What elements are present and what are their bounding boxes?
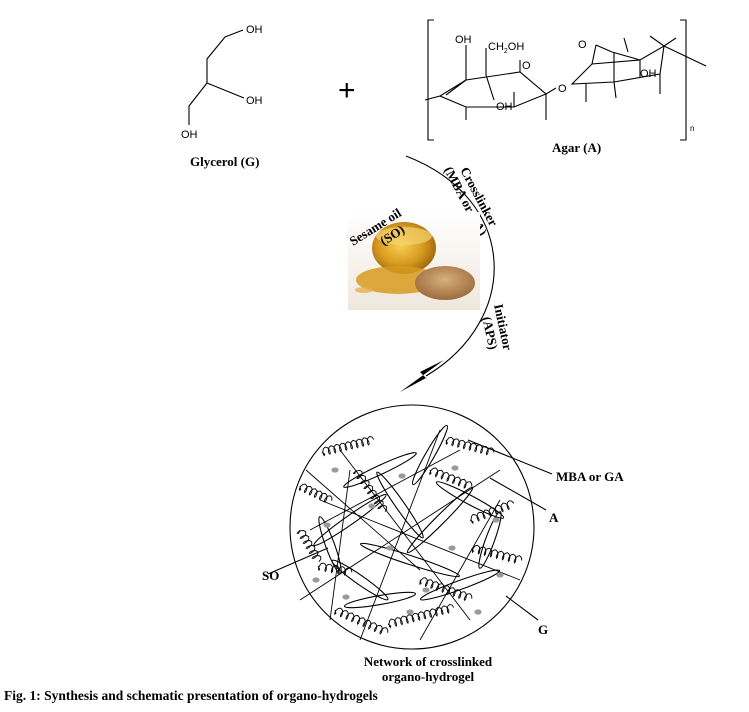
agar-structure: n OH CH2OH O OH O O OH Agar (A bbox=[424, 19, 707, 155]
crosslinker-coil bbox=[296, 529, 322, 562]
oil-droplet bbox=[492, 517, 500, 523]
agar-oh-2: OH bbox=[496, 101, 513, 113]
network-title: Network of crosslinked bbox=[364, 654, 493, 669]
crosslinker-coil bbox=[419, 577, 473, 602]
oil-droplet bbox=[386, 545, 394, 551]
glycerol-link bbox=[329, 469, 351, 621]
glycerol-structure: OH OH OH Glycerol (G) bbox=[181, 24, 263, 169]
oil-droplet bbox=[323, 522, 331, 528]
oil-droplet bbox=[368, 503, 376, 509]
agar-repeat-n: n bbox=[690, 124, 694, 133]
sesame-oil-image: Sesame oil (SO) bbox=[347, 205, 480, 310]
network-subtitle: organo-hydrogel bbox=[382, 669, 475, 684]
oil-droplet bbox=[406, 609, 414, 615]
agar-chain bbox=[478, 511, 502, 569]
label-mba-or-ga: MBA or GA bbox=[556, 469, 624, 484]
initiator-type: (APS) bbox=[479, 315, 501, 351]
network-boundary bbox=[289, 404, 535, 650]
crosslinker-coil bbox=[445, 436, 495, 456]
glycerol-oh-bottom: OH bbox=[181, 129, 198, 141]
crosslinker-coil bbox=[429, 467, 473, 489]
agar-chain bbox=[313, 493, 387, 547]
glycerol-link bbox=[305, 469, 421, 571]
agar-chain bbox=[318, 516, 342, 574]
glycerol-link bbox=[309, 449, 461, 531]
agar-label: Agar (A) bbox=[552, 140, 601, 155]
oil-droplet bbox=[422, 587, 430, 593]
oil-droplet bbox=[342, 594, 350, 600]
glycerol-link bbox=[419, 499, 501, 641]
agar-chain bbox=[376, 471, 424, 539]
agar-chain bbox=[435, 481, 505, 519]
plus-sign: + bbox=[338, 74, 356, 107]
oil-droplet bbox=[448, 545, 456, 551]
agar-oh-3: OH bbox=[640, 68, 657, 80]
agar-chain bbox=[419, 569, 501, 601]
figure-caption: Fig. 1: Synthesis and schematic presenta… bbox=[4, 688, 378, 703]
crosslinker-coil bbox=[471, 544, 523, 564]
agar-chain bbox=[343, 591, 417, 609]
crosslinker-coil bbox=[298, 483, 333, 503]
oil-droplet bbox=[312, 577, 320, 583]
glycerol-link bbox=[319, 499, 521, 581]
crosslinker-coil bbox=[387, 604, 455, 629]
crosslinker-coil bbox=[334, 607, 389, 635]
oil-droplet bbox=[398, 473, 406, 479]
oil-droplet bbox=[496, 572, 504, 578]
label-agar: A bbox=[549, 510, 559, 525]
agar-o-ring: O bbox=[522, 60, 531, 72]
crosslinker-coil bbox=[321, 435, 375, 457]
glycerol-link bbox=[359, 429, 441, 641]
arrow-head-icon bbox=[400, 360, 444, 392]
agar-chain bbox=[359, 542, 461, 578]
glycerol-oh-middle: OH bbox=[246, 95, 263, 107]
agar-ch2oh: CH2OH bbox=[488, 41, 524, 55]
glycerol-link bbox=[339, 449, 471, 621]
glycerol-label: Glycerol (G) bbox=[190, 154, 259, 169]
oil-droplet bbox=[451, 465, 459, 471]
agar-oh-1: OH bbox=[455, 34, 472, 46]
agar-o-link: O bbox=[558, 83, 567, 95]
label-sesame-oil: SO bbox=[262, 568, 279, 583]
sesame-seeds bbox=[415, 266, 475, 300]
agar-chain bbox=[331, 559, 389, 601]
agar-o-bridge: O bbox=[578, 39, 587, 51]
label-glycerol: G bbox=[538, 622, 548, 637]
agar-chain bbox=[412, 424, 448, 486]
oil-droplet bbox=[474, 609, 482, 615]
hydrogel-network: MBA or GA A SO G Network of crosslinked … bbox=[262, 404, 624, 684]
glycerol-oh-top: OH bbox=[246, 24, 263, 36]
agar-chain bbox=[343, 452, 417, 488]
crosslinker-coil bbox=[469, 500, 515, 525]
oil-droplet bbox=[331, 467, 339, 473]
